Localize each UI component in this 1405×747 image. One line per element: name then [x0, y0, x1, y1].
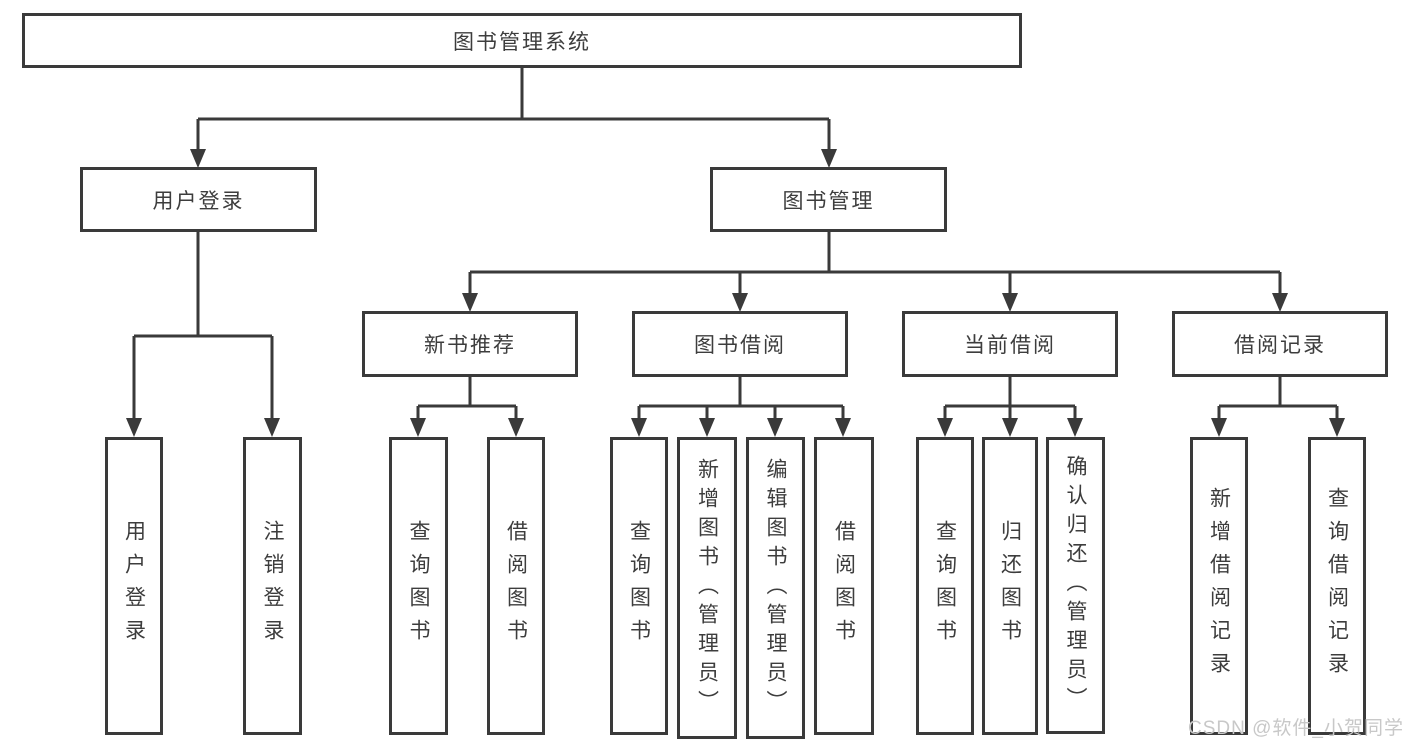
node-new-book-recommend-label: 新书推荐: [424, 334, 516, 357]
leaf-add-borrow-record-label: 新增借阅记录: [1207, 487, 1231, 685]
leaf-borrow-book: 借阅图书: [814, 437, 874, 735]
leaf-query-borrow-record-label: 查询借阅记录: [1325, 487, 1349, 685]
node-user-login-label: 用户登录: [152, 189, 245, 213]
node-user-login: 用户登录: [80, 167, 317, 232]
leaf-user-login-label: 用户登录: [122, 520, 146, 652]
node-current-borrow-label: 当前借阅: [964, 334, 1056, 357]
leaf-return-book-label: 归还图书: [998, 520, 1022, 652]
leaf-user-login: 用户登录: [105, 437, 163, 735]
leaf-recommend-query-book-label: 查询图书: [407, 520, 430, 652]
node-borrow-records: 借阅记录: [1172, 311, 1388, 377]
leaf-logout-label: 注销登录: [261, 520, 284, 652]
node-book-management-label: 图书管理: [782, 189, 875, 213]
leaf-add-borrow-record: 新增借阅记录: [1190, 437, 1248, 735]
leaf-edit-book-admin-label: 编辑图书（管理员）: [764, 457, 787, 719]
node-book-management: 图书管理: [710, 167, 947, 232]
leaf-current-query-book: 查询图书: [916, 437, 974, 735]
node-borrow-records-label: 借阅记录: [1234, 334, 1326, 357]
node-current-borrow: 当前借阅: [902, 311, 1118, 377]
leaf-recommend-borrow-book: 借阅图书: [487, 437, 545, 735]
leaf-recommend-borrow-book-label: 借阅图书: [504, 520, 528, 652]
node-root: 图书管理系统: [22, 13, 1022, 68]
node-book-borrow-label: 图书借阅: [694, 334, 786, 357]
leaf-add-book-admin-label: 新增图书（管理员）: [695, 457, 719, 719]
leaf-borrow-query-book: 查询图书: [610, 437, 668, 735]
leaf-borrow-query-book-label: 查询图书: [627, 520, 651, 652]
node-book-borrow: 图书借阅: [632, 311, 848, 377]
csdn-watermark: CSDN @软件_小贺同学: [1188, 718, 1404, 739]
leaf-edit-book-admin: 编辑图书（管理员）: [746, 437, 805, 739]
node-root-label: 图书管理系统: [453, 30, 591, 54]
leaf-return-book: 归还图书: [982, 437, 1038, 735]
leaf-confirm-return-admin: 确认归还（管理员）: [1046, 437, 1105, 734]
leaf-logout: 注销登录: [243, 437, 302, 735]
leaf-add-book-admin: 新增图书（管理员）: [677, 437, 737, 739]
leaf-current-query-book-label: 查询图书: [933, 520, 957, 652]
node-new-book-recommend: 新书推荐: [362, 311, 578, 377]
leaf-confirm-return-admin-label: 确认归还（管理员）: [1064, 455, 1087, 716]
leaf-query-borrow-record: 查询借阅记录: [1308, 437, 1366, 735]
leaf-borrow-book-label: 借阅图书: [832, 520, 856, 652]
leaf-recommend-query-book: 查询图书: [389, 437, 448, 735]
